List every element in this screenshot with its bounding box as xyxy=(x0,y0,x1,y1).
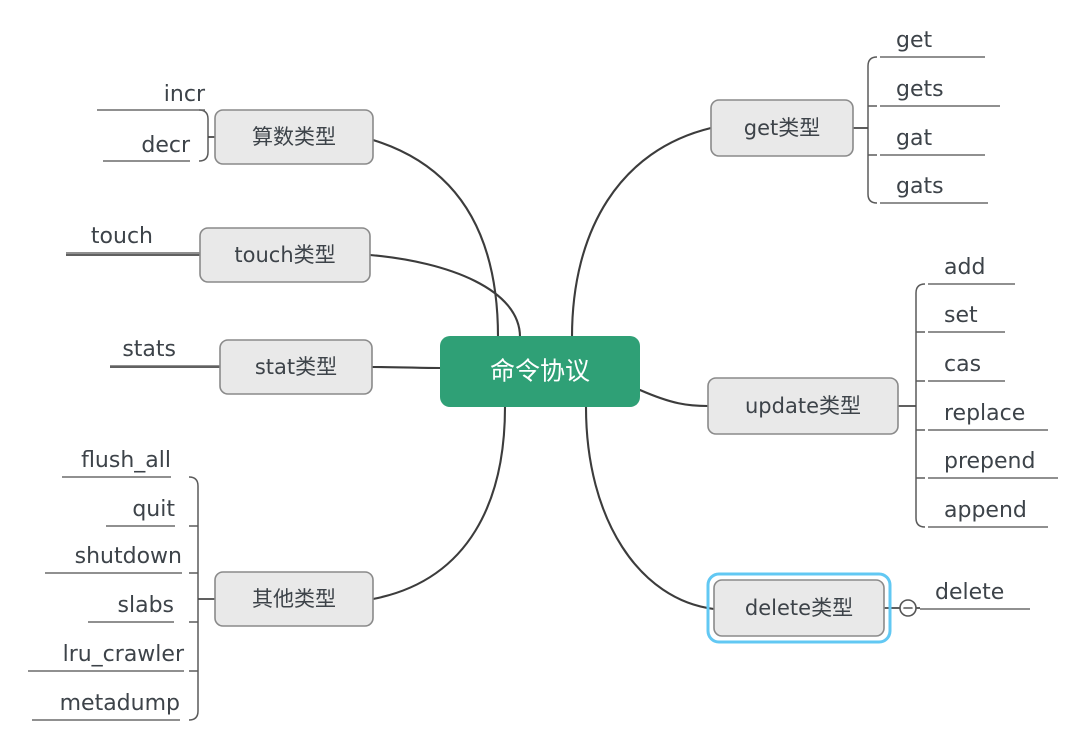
leaf-label-metadump[interactable]: metadump xyxy=(60,691,180,716)
connector-get xyxy=(570,126,713,339)
connector-arith xyxy=(371,138,500,339)
spine-elbow-arith-incr xyxy=(198,109,209,120)
branch-node-label-get: get类型 xyxy=(744,116,820,140)
leaf-label-append[interactable]: append xyxy=(944,498,1027,523)
leaf-label-flush_all[interactable]: flush_all xyxy=(81,448,171,473)
leaf-label-delete[interactable]: delete xyxy=(935,580,1004,605)
branch-node-label-arith: 算数类型 xyxy=(252,125,336,149)
leaf-label-set[interactable]: set xyxy=(944,303,978,328)
leaf-label-gat[interactable]: gat xyxy=(896,126,932,151)
connector-layer xyxy=(368,126,716,611)
connector-touch xyxy=(368,253,522,339)
spine-elbow-other-metadump xyxy=(188,710,199,721)
spine-elbow-other-flush_all xyxy=(188,476,199,487)
branch-node-label-delete: delete类型 xyxy=(745,596,853,620)
leaf-label-get[interactable]: get xyxy=(896,28,933,53)
spine-elbow-update-add xyxy=(915,283,926,294)
branch-node-label-other: 其他类型 xyxy=(252,587,336,611)
connector-other xyxy=(371,405,507,601)
leaf-label-cas[interactable]: cas xyxy=(944,352,981,377)
spine-elbow-get-gats xyxy=(867,193,878,204)
branch-node-stat[interactable] xyxy=(219,339,373,395)
branch-node-arith[interactable] xyxy=(214,109,374,165)
leaf-label-add[interactable]: add xyxy=(944,255,985,280)
leaf-label-prepend[interactable]: prepend xyxy=(944,449,1035,474)
spine-elbow-update-append xyxy=(915,517,926,528)
branch-spine-layer xyxy=(66,56,926,721)
selection-ring-delete xyxy=(706,572,892,644)
branch-node-label-touch: touch类型 xyxy=(234,243,335,267)
leaf-label-slabs[interactable]: slabs xyxy=(118,593,174,618)
branch-node-other[interactable] xyxy=(214,571,374,627)
leaf-label-stats[interactable]: stats xyxy=(122,337,176,362)
branch-node-label-update: update类型 xyxy=(745,394,861,418)
branch-node-get[interactable] xyxy=(710,99,854,157)
leaf-label-gats[interactable]: gats xyxy=(896,174,944,199)
leaf-label-gets[interactable]: gets xyxy=(896,77,944,102)
root-node-label: 命令协议 xyxy=(490,357,590,386)
connector-update xyxy=(638,388,710,408)
leaf-label-quit[interactable]: quit xyxy=(132,497,175,522)
spine-elbow-get-get xyxy=(867,56,878,67)
connector-delete xyxy=(584,405,716,611)
branch-node-delete[interactable] xyxy=(713,579,885,637)
leaf-label-touch[interactable]: touch xyxy=(91,224,153,249)
branch-node-label-stat: stat类型 xyxy=(255,355,337,379)
leaf-label-replace[interactable]: replace xyxy=(944,401,1025,426)
connector-stat xyxy=(370,365,442,370)
root-node[interactable] xyxy=(440,336,640,407)
leaf-label-shutdown[interactable]: shutdown xyxy=(75,544,182,569)
leaf-label-decr[interactable]: decr xyxy=(141,133,191,158)
leaf-label-incr[interactable]: incr xyxy=(164,82,206,107)
leaf-label-lru_crawler[interactable]: lru_crawler xyxy=(63,642,185,667)
spine-elbow-arith-decr xyxy=(198,151,209,162)
branch-node-touch[interactable] xyxy=(199,227,371,283)
branch-node-update[interactable] xyxy=(707,377,899,435)
